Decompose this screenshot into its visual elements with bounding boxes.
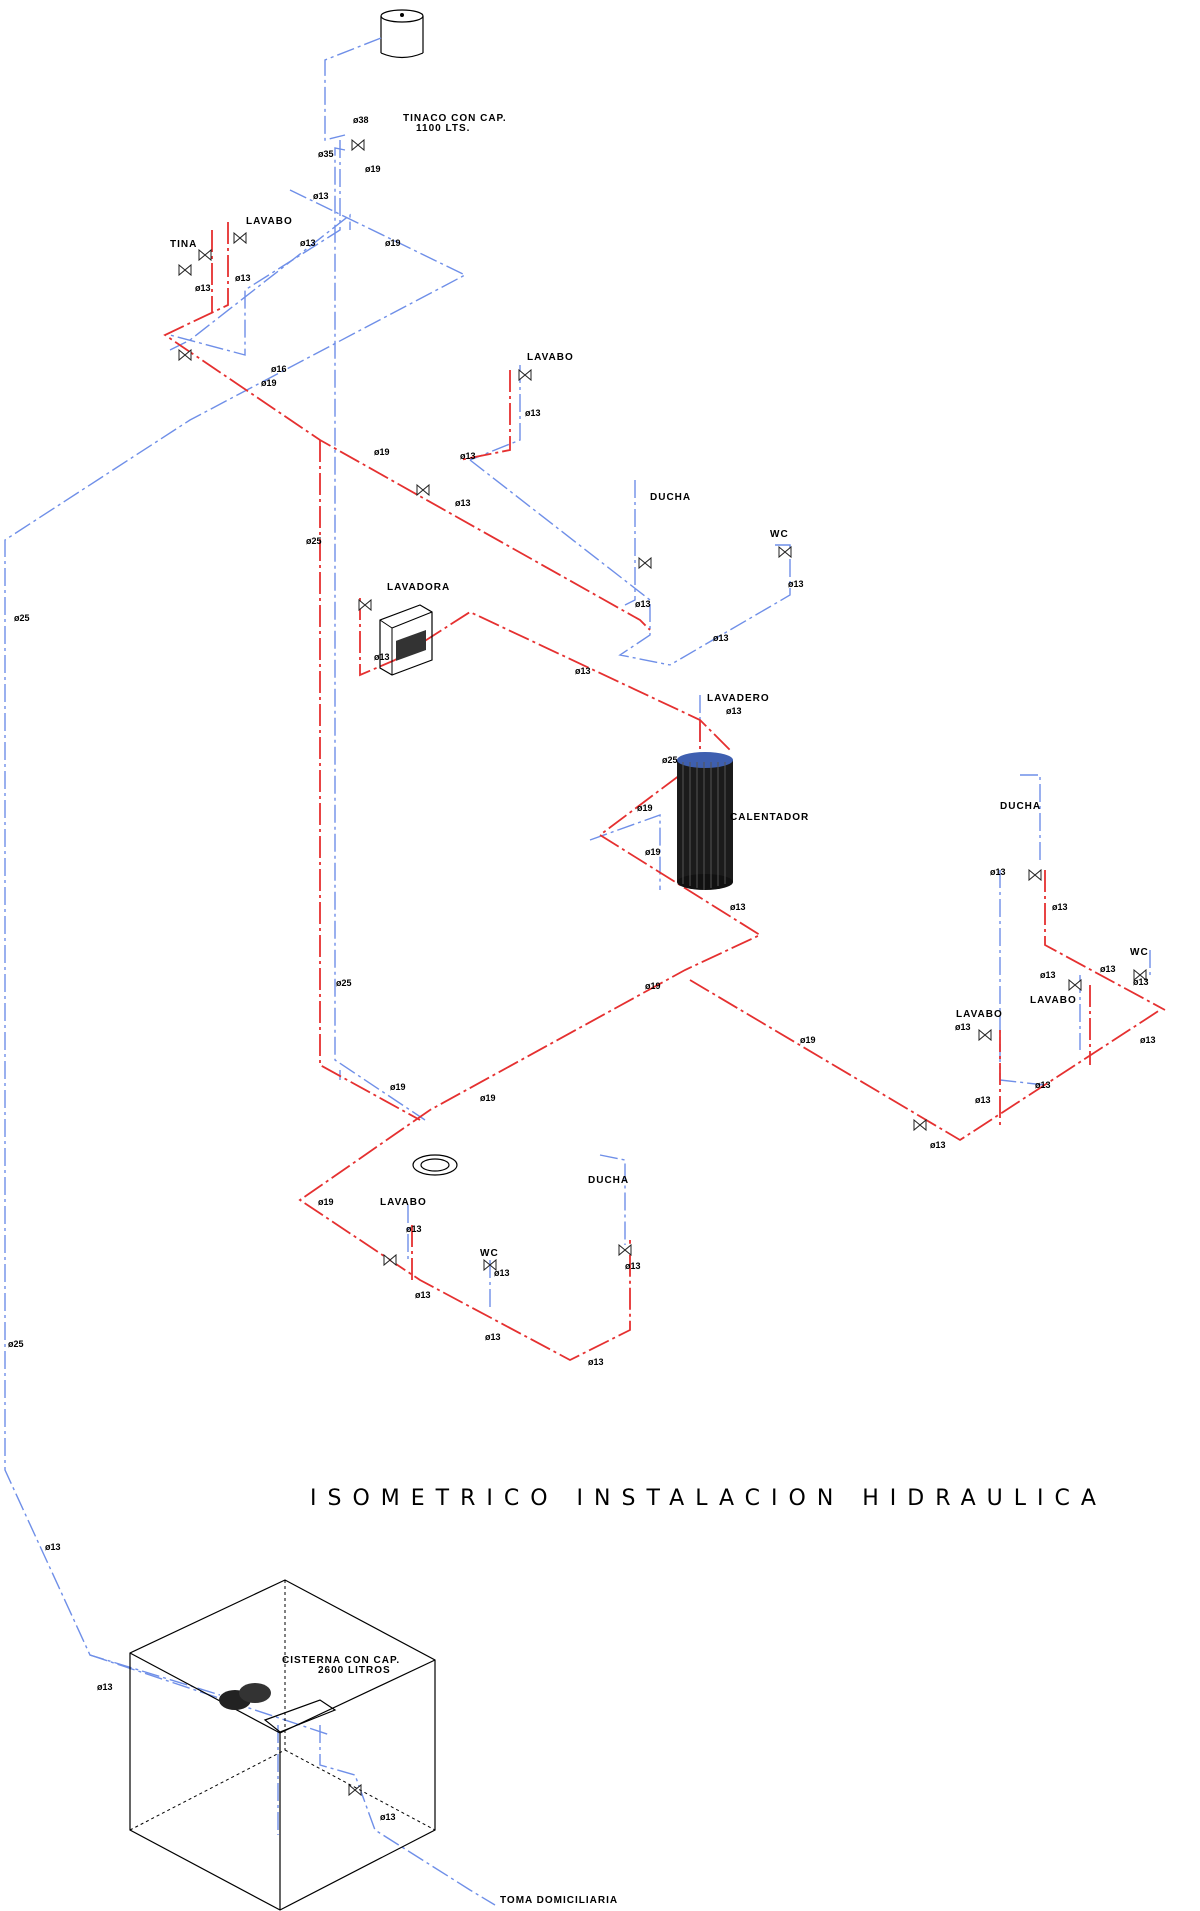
calentador-label: CALENTADOR (730, 812, 809, 823)
cold-water-network (4, 37, 1151, 1906)
diameter-label: ø25 (8, 1339, 24, 1349)
diameter-label: ø13 (955, 1022, 971, 1032)
valves (178, 138, 1147, 1797)
diameter-label: ø13 (1140, 1035, 1156, 1045)
diameter-label: ø13 (625, 1261, 641, 1271)
lavabo-label-2: LAVABO (527, 352, 574, 363)
diameter-label: ø19 (261, 378, 277, 388)
diameter-label: ø19 (645, 847, 661, 857)
diameter-label: ø13 (300, 238, 316, 248)
cisterna-box (129, 1579, 436, 1911)
diameter-label: ø13 (460, 451, 476, 461)
diameter-label: ø13 (788, 579, 804, 589)
calentador-heater (677, 752, 733, 890)
lavadora-appliance (379, 604, 433, 676)
diameter-label: ø13 (990, 867, 1006, 877)
diameter-label: ø13 (485, 1332, 501, 1342)
diameter-label: ø13 (730, 902, 746, 912)
diameter-label: ø13 (975, 1095, 991, 1105)
ducha-label-1: DUCHA (650, 492, 691, 503)
diameter-label: ø19 (390, 1082, 406, 1092)
lavabo-label-4: LAVABO (956, 1009, 1003, 1020)
diameter-label: ø13 (726, 706, 742, 716)
diameter-label: ø35 (318, 149, 334, 159)
lavabo-label-5: LAVABO (380, 1197, 427, 1208)
wc-label-1: WC (770, 529, 789, 540)
ducha-label-3: DUCHA (588, 1175, 629, 1186)
tinaco-tank (380, 9, 424, 59)
diameter-label: ø16 (271, 364, 287, 374)
diameter-label: ø13 (380, 1812, 396, 1822)
diameter-label: ø13 (1100, 964, 1116, 974)
diameter-label: ø13 (374, 652, 390, 662)
lavadora-label: LAVADORA (387, 582, 450, 593)
diameter-label: ø13 (1133, 977, 1149, 987)
cisterna-capacity-label: 2600 LITROS (318, 1665, 391, 1676)
ducha-label-2: DUCHA (1000, 801, 1041, 812)
diameter-label: ø13 (406, 1224, 422, 1234)
diameter-label: ø25 (336, 978, 352, 988)
wc-label-3: WC (480, 1248, 499, 1259)
diameter-label: ø25 (662, 755, 678, 765)
tinaco-capacity-label: 1100 LTS. (416, 123, 470, 134)
diameter-label: ø19 (480, 1093, 496, 1103)
tina-label: TINA (170, 239, 197, 250)
diameter-label: ø13 (195, 283, 211, 293)
diameter-label: ø13 (494, 1268, 510, 1278)
lavabo-label-3: LAVABO (1030, 995, 1077, 1006)
diameter-label: ø13 (713, 633, 729, 643)
diameter-label: ø13 (97, 1682, 113, 1692)
diameter-label: ø13 (588, 1357, 604, 1367)
lavabo-basin (412, 1154, 458, 1176)
diameter-label: ø19 (374, 447, 390, 457)
diameter-label: ø19 (318, 1197, 334, 1207)
diameter-label: ø13 (45, 1542, 61, 1552)
wc-label-2: WC (1130, 947, 1149, 958)
cisterna-label: CISTERNA CON CAP. (282, 1655, 400, 1666)
diameter-label: ø19 (800, 1035, 816, 1045)
diameter-label: ø19 (385, 238, 401, 248)
diameter-label: ø13 (930, 1140, 946, 1150)
tinaco-label: TINACO CON CAP. (403, 113, 507, 124)
diameter-label: ø13 (525, 408, 541, 418)
diameter-label: ø13 (575, 666, 591, 676)
diameter-label: ø13 (1040, 970, 1056, 980)
diameter-label: ø38 (353, 115, 369, 125)
lavabo-label-1: LAVABO (246, 216, 293, 227)
hot-water-network (163, 222, 1166, 1362)
diameter-label: ø19 (365, 164, 381, 174)
lavadero-label: LAVADERO (707, 693, 770, 704)
diameter-label: ø13 (1035, 1080, 1051, 1090)
toma-domiciliaria-label: TOMA DOMICILIARIA (500, 1895, 618, 1906)
diameter-label: ø19 (637, 803, 653, 813)
diameter-label: ø13 (235, 273, 251, 283)
diameter-label: ø13 (313, 191, 329, 201)
diameter-label: ø13 (1052, 902, 1068, 912)
pump (219, 1683, 337, 1733)
diameter-label: ø13 (415, 1290, 431, 1300)
diameter-label: ø13 (635, 599, 651, 609)
drawing-title: ISOMETRICO INSTALACION HIDRAULICA (310, 1486, 1107, 1511)
diameter-label: ø13 (455, 498, 471, 508)
diameter-label: ø25 (14, 613, 30, 623)
diameter-label: ø25 (306, 536, 322, 546)
diameter-label: ø19 (645, 981, 661, 991)
